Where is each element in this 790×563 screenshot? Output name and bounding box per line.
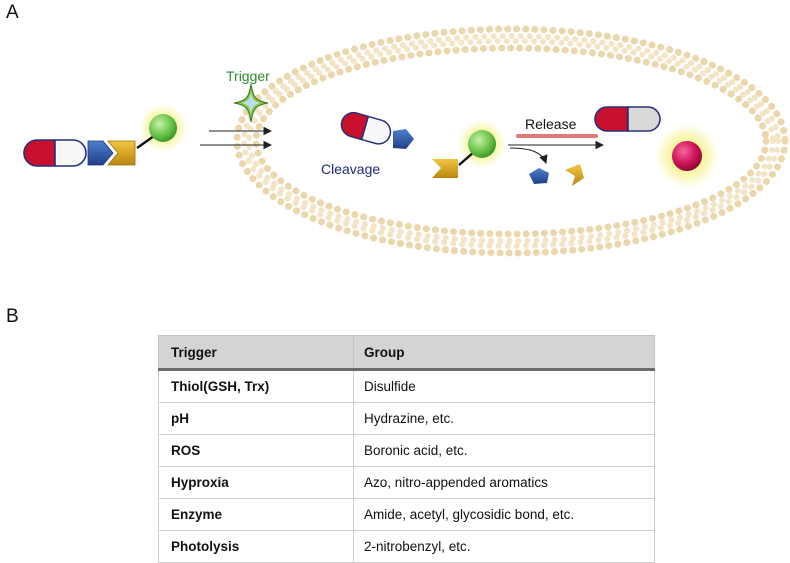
panel-label-b: B — [6, 306, 19, 327]
table-row: Photolysis 2-nitrobenzyl, etc. — [158, 530, 655, 563]
release-bar — [516, 134, 598, 138]
trigger-cell: ROS — [158, 434, 354, 467]
cell-membrane — [233, 25, 789, 257]
group-cell: Boronic acid, etc. — [353, 434, 655, 467]
trigger-cell: pH — [158, 402, 354, 435]
gold-linker-icon — [107, 140, 136, 166]
table-row: ROS Boronic acid, etc. — [158, 434, 655, 467]
group-cell: 2-nitrobenzyl, etc. — [353, 530, 655, 563]
blue-linker-icon — [393, 129, 414, 149]
cleavage-label: Cleavage — [321, 161, 380, 177]
gold-linker-icon — [432, 159, 458, 178]
table-row: Hyproxia Azo, nitro-appended aromatics — [158, 466, 655, 499]
blue-linker-icon — [87, 140, 114, 166]
prodrug-conjugate — [23, 104, 187, 167]
green-sphere-icon — [468, 130, 496, 158]
table-row: Thiol(GSH, Trx) Disulfide — [158, 369, 655, 403]
prodrug-activation-diagram: Trigger Cleavage Release — [23, 25, 789, 257]
trigger-cell: Thiol(GSH, Trx) — [158, 369, 354, 403]
capsule-prodrug-icon — [23, 139, 87, 167]
trigger-star-icon — [233, 83, 269, 123]
trigger-cell: Hyproxia — [158, 466, 354, 499]
trigger-cell: Photolysis — [158, 530, 354, 563]
release-label: Release — [525, 116, 577, 132]
green-sphere-icon — [149, 114, 177, 142]
magenta-sphere-icon — [672, 141, 702, 171]
trigger-cell: Enzyme — [158, 498, 354, 531]
table-row: Enzyme Amide, acetyl, glycosidic bond, e… — [158, 498, 655, 531]
released-capsule-icon — [594, 106, 661, 132]
table-row: pH Hydrazine, etc. — [158, 402, 655, 435]
panel-label-a: A — [6, 2, 19, 23]
blue-fragment-icon — [529, 168, 549, 184]
gold-fragment-icon — [565, 164, 584, 186]
active-drug — [655, 124, 719, 188]
group-cell: Hydrazine, etc. — [353, 402, 655, 435]
trigger-label: Trigger — [226, 68, 270, 84]
header-group: Group — [353, 335, 655, 370]
group-cell: Azo, nitro-appended aromatics — [353, 466, 655, 499]
cleaved-capsule-fragment — [340, 111, 414, 149]
linker-sphere-fragment — [432, 120, 506, 178]
header-trigger: Trigger — [158, 335, 354, 370]
table-header-row: Trigger Group — [158, 335, 655, 370]
trigger-group-table: Trigger Group Thiol(GSH, Trx) Disulfide … — [158, 335, 655, 563]
group-cell: Amide, acetyl, glycosidic bond, etc. — [353, 498, 655, 531]
group-cell: Disulfide — [353, 369, 655, 403]
